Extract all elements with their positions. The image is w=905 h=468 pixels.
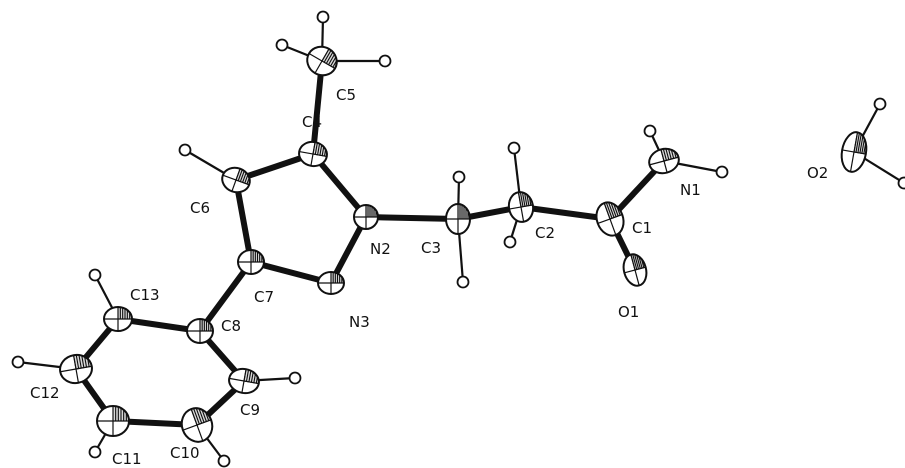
atom-label-o1: O1: [618, 303, 639, 321]
hydrogen-atom-c5-2: [378, 54, 392, 68]
atom-c11: [96, 405, 130, 437]
atom-label-n2: N2: [370, 240, 391, 258]
atom-c2: [507, 191, 535, 223]
atom-c12: [59, 353, 93, 385]
atom-label-c4: C4: [302, 113, 322, 131]
atoms-layer: [59, 45, 868, 443]
atom-c4: [298, 140, 328, 168]
atom-label-c8: C8: [221, 317, 241, 335]
atom-c9: [228, 367, 260, 395]
hydrogen-atom-c5-1: [275, 38, 289, 52]
atom-label-c13: C13: [130, 286, 160, 304]
atom-o2: [840, 131, 868, 173]
hydrogen-atom-o2-10: [873, 97, 887, 111]
hydrogen-atom-o2-11: [897, 176, 905, 190]
hydrogen-atom-c10-13: [217, 454, 231, 468]
hydrogen-atom-c6-3: [178, 143, 192, 157]
atom-c3: [445, 203, 471, 235]
bond-n2-c3: [363, 214, 461, 222]
bond-c2-c1: [518, 204, 613, 222]
hydrogen-bonds-layer: [11, 10, 905, 468]
bond-c5-c4: [310, 58, 325, 157]
hydrogen-atom-c12-15: [11, 355, 25, 369]
atom-c6: [221, 166, 251, 194]
atom-o1: [622, 253, 648, 287]
atom-label-c9: C9: [240, 401, 260, 419]
atom-c7: [237, 249, 265, 275]
hydrogen-atom-c3-4: [452, 170, 466, 184]
hydrogen-atom-c3-5: [456, 275, 470, 289]
hydrogen-atom-n1-8: [643, 124, 657, 138]
hydrogen-atom-c2-6: [507, 141, 521, 155]
hydrogen-atom-c13-16: [88, 268, 102, 282]
atom-n1: [648, 147, 680, 175]
bond-c7-c8: [197, 259, 254, 334]
atom-label-c12: C12: [30, 384, 60, 402]
bond-c6-c7: [233, 177, 254, 265]
atom-c1: [595, 201, 625, 237]
atom-label-n1: N1: [680, 181, 701, 199]
atom-label-c5: C5: [336, 86, 356, 104]
atom-c10: [180, 407, 214, 443]
atom-n2: [353, 204, 379, 230]
atom-label-c3: C3: [421, 239, 441, 257]
hydrogen-atom-c9-12: [288, 371, 302, 385]
atom-label-o2: O2: [807, 164, 828, 182]
atom-label-c1: C1: [632, 219, 652, 237]
hydrogen-atom-c5-0: [316, 10, 330, 24]
atom-label-c11: C11: [112, 450, 142, 468]
hydrogen-atom-c11-14: [88, 445, 102, 459]
hydrogen-atom-n1-9: [715, 165, 729, 179]
atom-label-c6: C6: [190, 199, 210, 217]
atom-label-c10: C10: [170, 444, 200, 462]
atom-label-c2: C2: [535, 224, 555, 242]
atom-c8: [186, 318, 214, 344]
atom-label-n3: N3: [349, 313, 370, 331]
atom-c13: [103, 306, 133, 332]
atom-n3: [317, 271, 345, 295]
atom-c5: [306, 45, 338, 77]
hydrogen-atom-c2-7: [503, 235, 517, 249]
atom-label-c7: C7: [254, 288, 274, 306]
